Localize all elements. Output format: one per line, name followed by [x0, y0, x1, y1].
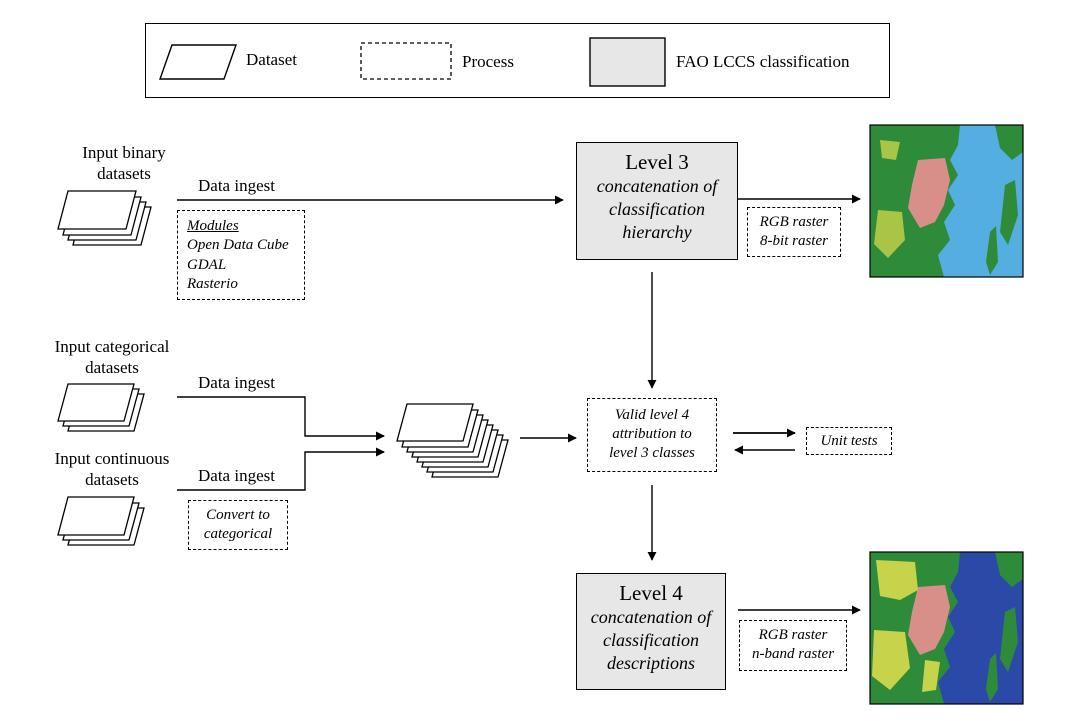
level3-desc-line3: hierarchy — [622, 222, 692, 242]
level4-desc-line3: descriptions — [607, 653, 695, 673]
level3-map-thumbnail — [870, 125, 1023, 277]
module-item-odc: Open Data Cube — [187, 237, 289, 253]
input-continuous-label-line1: Input continuous — [54, 449, 170, 468]
input-continuous-label-line2: datasets — [85, 470, 139, 489]
validation-box: Valid level 4 attribution to level 3 cla… — [587, 398, 717, 472]
unit-tests-label: Unit tests — [820, 433, 878, 449]
categorical-datasets-stack-icon — [57, 383, 145, 432]
binary-datasets-stack-icon — [57, 190, 152, 246]
level3-desc-line1: concatenation of — [596, 176, 718, 196]
unit-tests-box: Unit tests — [806, 427, 892, 455]
legend-process-label: Process — [462, 52, 514, 71]
level4-desc-line2: classification — [603, 630, 699, 650]
level3-box: Level 3 concatenation of classification … — [576, 142, 738, 260]
input-binary-label-line2: datasets — [97, 164, 151, 183]
convert-line2: categorical — [203, 526, 273, 542]
legend-classification-icon — [589, 37, 666, 87]
level4-desc-line1: concatenation of — [590, 607, 712, 627]
level4-map-thumbnail — [870, 552, 1023, 704]
legend-dataset-icon — [159, 44, 237, 80]
module-item-rasterio: Rasterio — [187, 276, 238, 292]
legend-process-icon — [360, 42, 452, 80]
module-item-gdal: GDAL — [187, 257, 227, 273]
legend-box — [145, 23, 890, 98]
level3-title: Level 3 — [625, 150, 689, 174]
legend-classification-label: FAO LCCS classification — [676, 52, 850, 71]
modules-heading: Modules — [187, 218, 239, 234]
validation-line2: attribution to — [612, 426, 692, 442]
level3-output-line2: 8-bit raster — [760, 233, 828, 249]
convert-line1: Convert to — [206, 507, 270, 523]
level4-output-box: RGB raster n-band raster — [739, 620, 847, 671]
convert-box: Convert to categorical — [188, 500, 288, 550]
continuous-ingest-label: Data ingest — [198, 466, 275, 485]
merged-datasets-stack-icon — [396, 403, 509, 478]
legend-dataset-label: Dataset — [246, 50, 297, 69]
level3-desc-line2: classification — [609, 199, 705, 219]
validation-line1: Valid level 4 — [614, 407, 690, 423]
validation-line3: level 3 classes — [609, 445, 695, 461]
level3-output-box: RGB raster 8-bit raster — [747, 207, 841, 257]
input-binary-label-line1: Input binary — [82, 143, 166, 162]
continuous-datasets-stack-icon — [57, 496, 145, 546]
continuous-ingest-arrow — [177, 447, 385, 491]
level4-box: Level 4 concatenation of classification … — [576, 573, 726, 690]
input-categorical-label-line1: Input categorical — [54, 337, 170, 356]
binary-ingest-label: Data ingest — [198, 176, 275, 195]
categorical-ingest-label: Data ingest — [198, 373, 275, 392]
modules-box: Modules Open Data Cube GDAL Rasterio — [177, 210, 305, 300]
level4-output-line1: RGB raster — [758, 627, 828, 643]
level4-title: Level 4 — [619, 581, 683, 605]
categorical-ingest-arrow — [177, 396, 385, 441]
level4-output-line2: n-band raster — [751, 646, 835, 662]
input-categorical-label-line2: datasets — [85, 358, 139, 377]
level3-output-line1: RGB raster — [759, 214, 829, 230]
